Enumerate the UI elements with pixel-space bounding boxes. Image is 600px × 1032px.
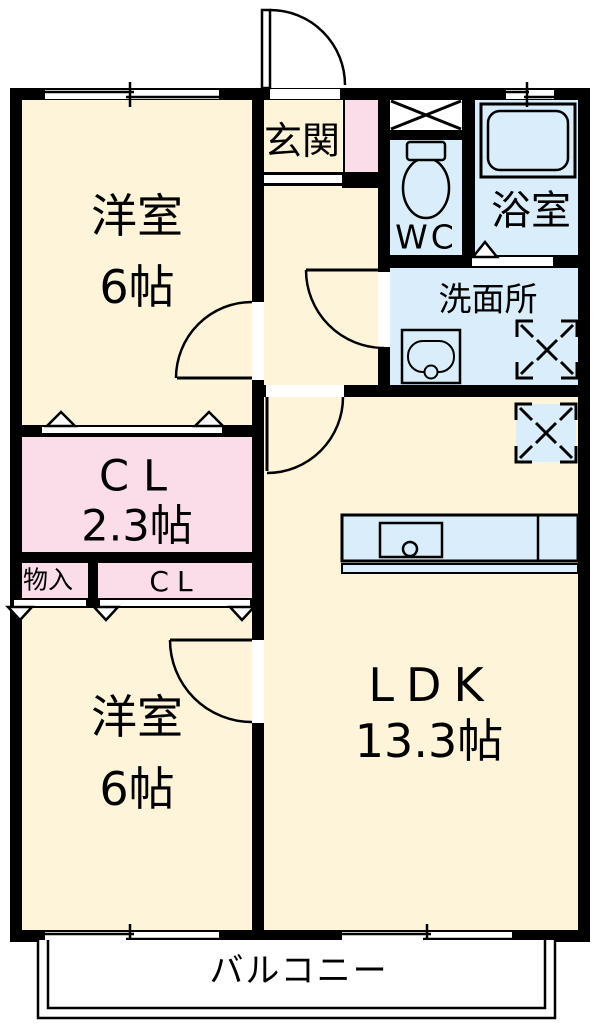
room-label-closet-hall: CL <box>149 565 201 598</box>
room-label-toilet: WC <box>395 217 457 257</box>
ldk-door-icon <box>265 396 345 475</box>
room-label-ldk: LDK <box>368 658 496 712</box>
wall-left <box>10 88 22 942</box>
shaft-x-icon <box>390 99 462 131</box>
room-label-closet-main: CL <box>99 451 181 502</box>
wall-right <box>578 88 590 942</box>
hallway <box>264 184 378 385</box>
washroom-door-opening <box>378 272 390 347</box>
wall-shaft-wc <box>390 130 462 140</box>
room-label-entrance: 玄関 <box>263 119 341 163</box>
bathtub-icon <box>479 102 577 179</box>
room-area-bedroom-top: 6帖 <box>99 260 175 314</box>
room-area-closet-main: 2.3帖 <box>81 501 193 552</box>
bedroom-bottom-door-icon <box>168 638 253 724</box>
entrance-door-icon <box>260 8 347 90</box>
window-icon-bedroom-top <box>45 82 219 107</box>
room-area-bedroom-bottom: 6帖 <box>99 762 175 816</box>
closet-hall-door-line <box>100 600 250 606</box>
washroom-door-icon <box>304 268 385 350</box>
wall-center-vertical <box>252 88 264 942</box>
entrance-step-line <box>264 175 342 183</box>
bedroom-top-door-opening <box>252 302 264 380</box>
entrance-side-strip <box>343 100 378 172</box>
wall-washroom-ldk <box>378 385 590 397</box>
storage-door-line <box>14 600 86 606</box>
room-storage <box>22 563 88 598</box>
bathroom-door-opening <box>472 257 553 266</box>
kitchen-counter-icon <box>340 513 580 574</box>
balcony-outline <box>36 940 557 1020</box>
closet-main-door-line <box>42 427 222 433</box>
room-label-bedroom-top: 洋室 <box>91 189 183 243</box>
closet-main-door-markers <box>43 410 227 428</box>
bedroom-top-door-icon <box>174 300 253 380</box>
washbasin-icon <box>400 328 462 385</box>
bedroom-bottom-door-opening <box>252 640 264 723</box>
ldk-door-opening <box>266 385 344 397</box>
room-ldk <box>264 397 578 930</box>
toilet-icon <box>401 140 451 220</box>
room-bedroom-top <box>22 100 252 425</box>
bathroom-folding-door-marker <box>470 239 500 259</box>
entrance-door-opening <box>270 89 340 99</box>
closet-row-door-markers <box>5 605 257 622</box>
room-label-bedroom-bottom: 洋室 <box>91 690 183 744</box>
wall-wc-bath <box>462 88 475 268</box>
room-closet-hall <box>98 563 252 598</box>
room-washroom <box>390 268 578 385</box>
refrigerator-space-icon <box>514 402 578 464</box>
room-label-washroom: 洗面所 <box>438 279 538 319</box>
room-label-balcony: バルコニー <box>209 951 389 991</box>
wall-closet-row-top <box>10 552 264 563</box>
room-bedroom-bottom <box>22 607 252 930</box>
room-label-storage: 物入 <box>22 565 74 595</box>
room-entrance <box>264 100 342 176</box>
washing-machine-space-icon <box>515 319 579 380</box>
wall-storage-closet <box>88 563 98 598</box>
room-label-bathroom: 浴室 <box>491 188 571 234</box>
room-closet-main <box>22 437 252 552</box>
room-area-ldk: 13.3帖 <box>354 714 504 768</box>
